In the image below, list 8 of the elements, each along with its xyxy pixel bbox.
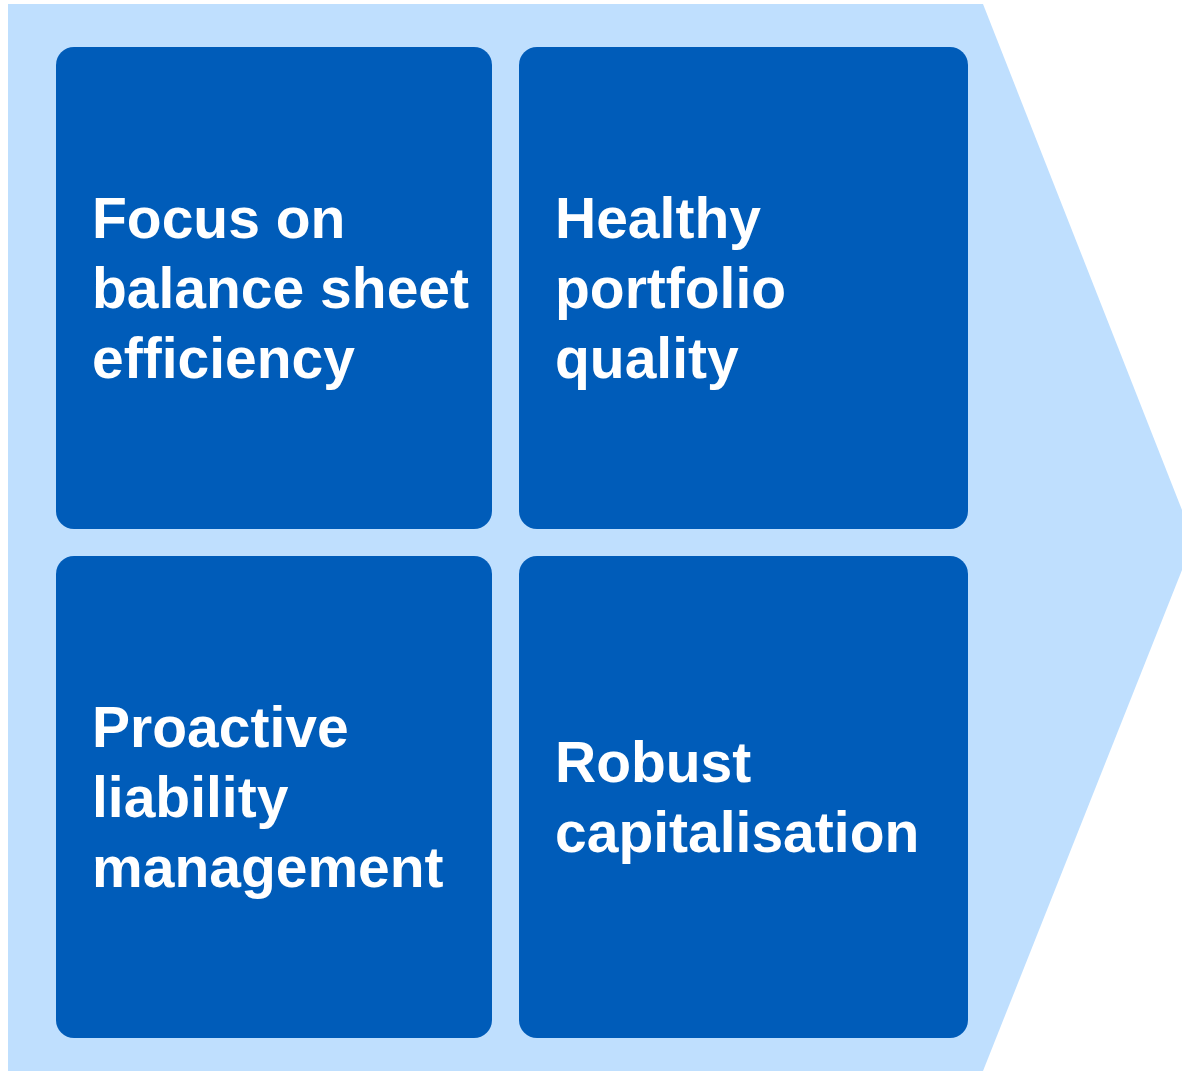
pillar-box xyxy=(56,47,492,529)
pillar-box xyxy=(519,47,968,529)
pillar-label: Focus on balance sheet efficiency xyxy=(92,185,470,392)
pillar-label: Robust capitalisation xyxy=(555,729,921,866)
pillar-box xyxy=(56,556,492,1038)
pillar-box xyxy=(519,556,968,1038)
pillar-label: Proactive liability management xyxy=(92,694,445,901)
pillar-label: Healthy portfolio quality xyxy=(555,185,788,392)
